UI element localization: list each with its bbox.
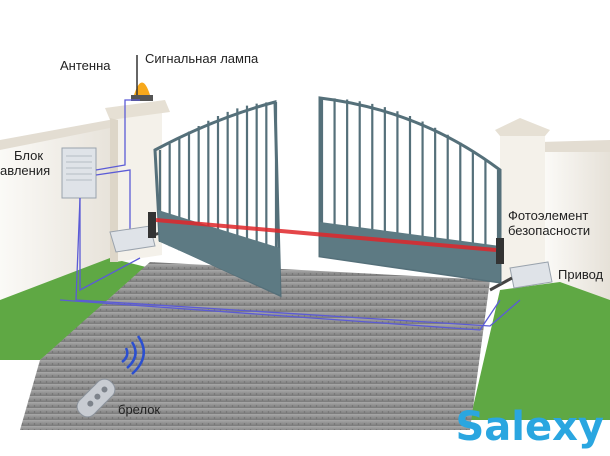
antenna-label: Антенна <box>60 58 111 73</box>
right-gate-leaf <box>318 96 502 284</box>
grass <box>0 258 610 420</box>
photocell-label-line2: безопасности <box>508 223 591 238</box>
signal-lamp-label: Сигнальная лампа <box>145 51 259 66</box>
brand-logo: Salexy <box>455 404 604 450</box>
control-block-label-line1: Блок <box>14 148 44 163</box>
wiring <box>59 99 521 331</box>
drive-motor-icon <box>109 225 553 292</box>
control-block-label-line2: авления <box>0 163 51 178</box>
signal-waves-icon <box>121 335 145 375</box>
right-pillar <box>495 118 550 280</box>
drive-label: Привод <box>558 267 604 282</box>
control-block-icon <box>61 147 97 199</box>
left-gate-leaf <box>153 100 282 298</box>
signal-lamp-icon <box>131 55 153 101</box>
right-wall <box>540 140 610 300</box>
keyfob-icon <box>76 378 116 418</box>
photocell-icon <box>148 212 504 264</box>
keyfob-label: брелок <box>118 402 161 417</box>
photocell-label-line1: Фотоэлемент <box>508 208 589 223</box>
safety-beam <box>155 218 497 252</box>
